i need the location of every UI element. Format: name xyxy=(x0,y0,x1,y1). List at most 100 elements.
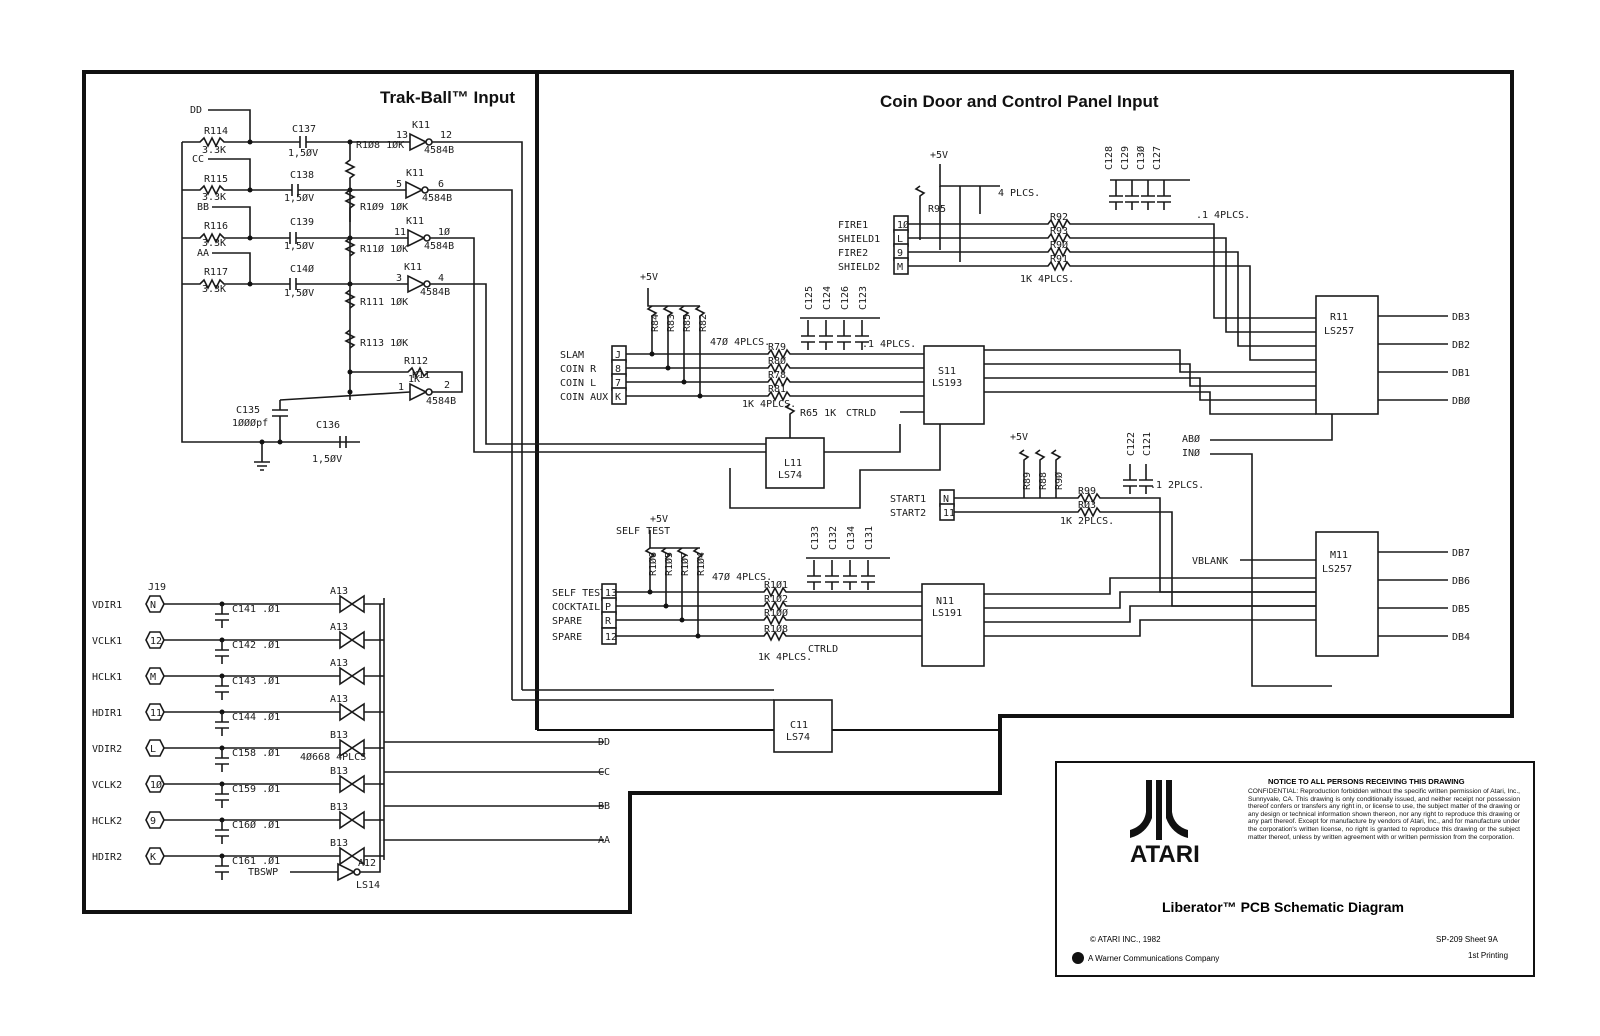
coin-input-2: COIN L xyxy=(560,378,596,389)
j19-cap-6: C16Ø .Ø1 xyxy=(232,819,280,831)
ctrld-label: CTRLD xyxy=(846,408,876,419)
svg-text:4584B: 4584B xyxy=(424,241,454,252)
a12-part: LS14 xyxy=(356,880,380,891)
j19-signal-1: VCLK1 xyxy=(92,636,122,647)
coin-door-section-title: Coin Door and Control Panel Input xyxy=(880,92,1159,111)
svg-text:R11Ø 1ØK: R11Ø 1ØK xyxy=(360,243,408,255)
j19-pin-5: 1Ø xyxy=(150,779,162,791)
tb-signal-aa: AA xyxy=(197,248,209,259)
coin-series-note: 1K 4PLCS. xyxy=(742,399,796,410)
fire-cap-2: C13Ø xyxy=(1135,146,1147,170)
fire-input-0: FIRE1 xyxy=(838,220,868,231)
j19-signal-4: VDIR2 xyxy=(92,744,122,755)
c11-chip xyxy=(773,699,833,753)
r11-part: LS257 xyxy=(1324,326,1354,337)
j19-pin-7: K xyxy=(150,852,156,863)
self-test-label: SELF TEST xyxy=(616,526,670,537)
k11-part-1: 4584B xyxy=(424,145,454,156)
coin-pullup-3: R82 xyxy=(698,314,709,332)
vcc-coin: +5V xyxy=(640,272,658,283)
switch-ref-3: A13 xyxy=(330,694,348,705)
self-cap-0: C133 xyxy=(810,526,821,550)
svg-text:1,5ØV: 1,5ØV xyxy=(284,192,314,204)
notice-body: CONFIDENTIAL: Reproduction forbidden wit… xyxy=(1248,788,1520,841)
vcc-fire: +5V xyxy=(930,150,948,161)
output-top-2: DB1 xyxy=(1452,368,1470,379)
title-block: ATARI NOTICE TO ALL PERSONS RECEIVING TH… xyxy=(1055,761,1535,977)
r65-label-1: R65 1K xyxy=(800,408,836,419)
j19-signal-6: HCLK2 xyxy=(92,816,122,827)
coin-input-0: SLAM xyxy=(560,350,584,361)
svg-text:4584B: 4584B xyxy=(422,193,452,204)
svg-text:R117: R117 xyxy=(204,267,228,278)
start-series-note: 1K 2PLCS. xyxy=(1060,516,1114,527)
j19-out-dd: DD xyxy=(598,737,610,748)
coin-series-0: R79 xyxy=(768,342,786,353)
fire-2-pin-label: 9 xyxy=(897,248,903,259)
switch-ref-4: B13 xyxy=(330,730,348,741)
copyright: © ATARI INC., 1982 xyxy=(1090,935,1161,944)
fire-pullup-0: R95 xyxy=(928,204,946,215)
self-pullup-2: R1Ø7 xyxy=(679,552,691,576)
coin-pullup-1: R83 xyxy=(666,314,677,332)
c11-part: LS74 xyxy=(786,732,810,743)
start-cap-1: C121 xyxy=(1142,432,1153,456)
n11-part: LS191 xyxy=(932,608,962,619)
self-cap-2: C134 xyxy=(846,526,857,550)
self-series-note: 1K 4PLCS. xyxy=(758,652,812,663)
j19-cap-0: C141 .Ø1 xyxy=(232,603,280,615)
coin-cap-2: C126 xyxy=(840,286,851,310)
coin-cap-1: C124 xyxy=(822,286,833,310)
fire-series-1: R93 xyxy=(1050,226,1068,237)
self-1-pin-label: P xyxy=(605,602,611,613)
svg-text:3.3K: 3.3K xyxy=(202,238,226,249)
j19-cap-3: C144 .Ø1 xyxy=(232,711,280,723)
self-pullup-note: 47Ø 4PLCS. xyxy=(712,571,772,583)
output-bottom-3: DB4 xyxy=(1452,632,1470,643)
warner-logo-icon xyxy=(1072,952,1084,964)
fire-input-2: FIRE2 xyxy=(838,248,868,259)
m11-ref: M11 xyxy=(1330,550,1348,561)
fire-1-pin-label: L xyxy=(897,234,903,245)
fire-series-2: R9Ø xyxy=(1050,239,1068,251)
coin-series-2: R78 xyxy=(768,370,786,381)
coin-1-pin-label: 8 xyxy=(615,364,621,375)
svg-text:C136: C136 xyxy=(316,420,340,431)
coin-series-3: R81 xyxy=(768,384,786,395)
fire-cap-3: C127 xyxy=(1152,146,1163,170)
self-input-3: SPARE xyxy=(552,632,582,643)
switch-ref-7: B13 xyxy=(330,838,348,849)
tb-signal-dd: DD xyxy=(190,105,202,116)
m11-part: LS257 xyxy=(1322,564,1352,575)
start-series-0: R99 xyxy=(1078,486,1096,497)
switch-ref-1: A13 xyxy=(330,622,348,633)
in0-label: INØ xyxy=(1182,447,1200,459)
coin-0-pin-label: J xyxy=(615,350,621,361)
svg-text:6: 6 xyxy=(438,179,444,190)
self-cap-3: C131 xyxy=(864,526,875,550)
coin-caps-note: .1 4PLCS. xyxy=(862,339,916,350)
svg-text:3.3K: 3.3K xyxy=(202,284,226,295)
j19-pin-1: 12 xyxy=(150,636,162,647)
fire-pullup-note: 4 PLCS. xyxy=(998,188,1040,199)
self-input-1: COCKTAIL xyxy=(552,602,600,613)
coin-series-1: R8Ø xyxy=(768,355,786,367)
svg-text:C14Ø: C14Ø xyxy=(290,263,314,275)
fire-caps-note: .1 4PLCS. xyxy=(1196,210,1250,221)
j19-title: J19 xyxy=(148,582,166,593)
tb-row-1: R114 3.3K C137 1,5ØV 13 12 K11 4584B xyxy=(182,120,523,690)
svg-text:R116: R116 xyxy=(204,221,228,232)
svg-text:11: 11 xyxy=(394,227,406,238)
sheet-number: SP-209 Sheet 9A xyxy=(1436,935,1498,944)
svg-text:3.3K: 3.3K xyxy=(202,192,226,203)
fire-cap-0: C128 xyxy=(1104,146,1115,170)
svg-text:R1Ø9 1ØK: R1Ø9 1ØK xyxy=(360,201,408,213)
company: A Warner Communications Company xyxy=(1088,954,1219,963)
fire-series-0: R92 xyxy=(1050,212,1068,223)
self-cap-1: C132 xyxy=(828,526,839,550)
trakball-circuit: DD CC BB AA R114 3.3K C137 1,5ØV 13 12 K… xyxy=(181,105,532,700)
j19-pin-4: L xyxy=(150,744,156,755)
svg-text:1,5ØV: 1,5ØV xyxy=(284,240,314,252)
